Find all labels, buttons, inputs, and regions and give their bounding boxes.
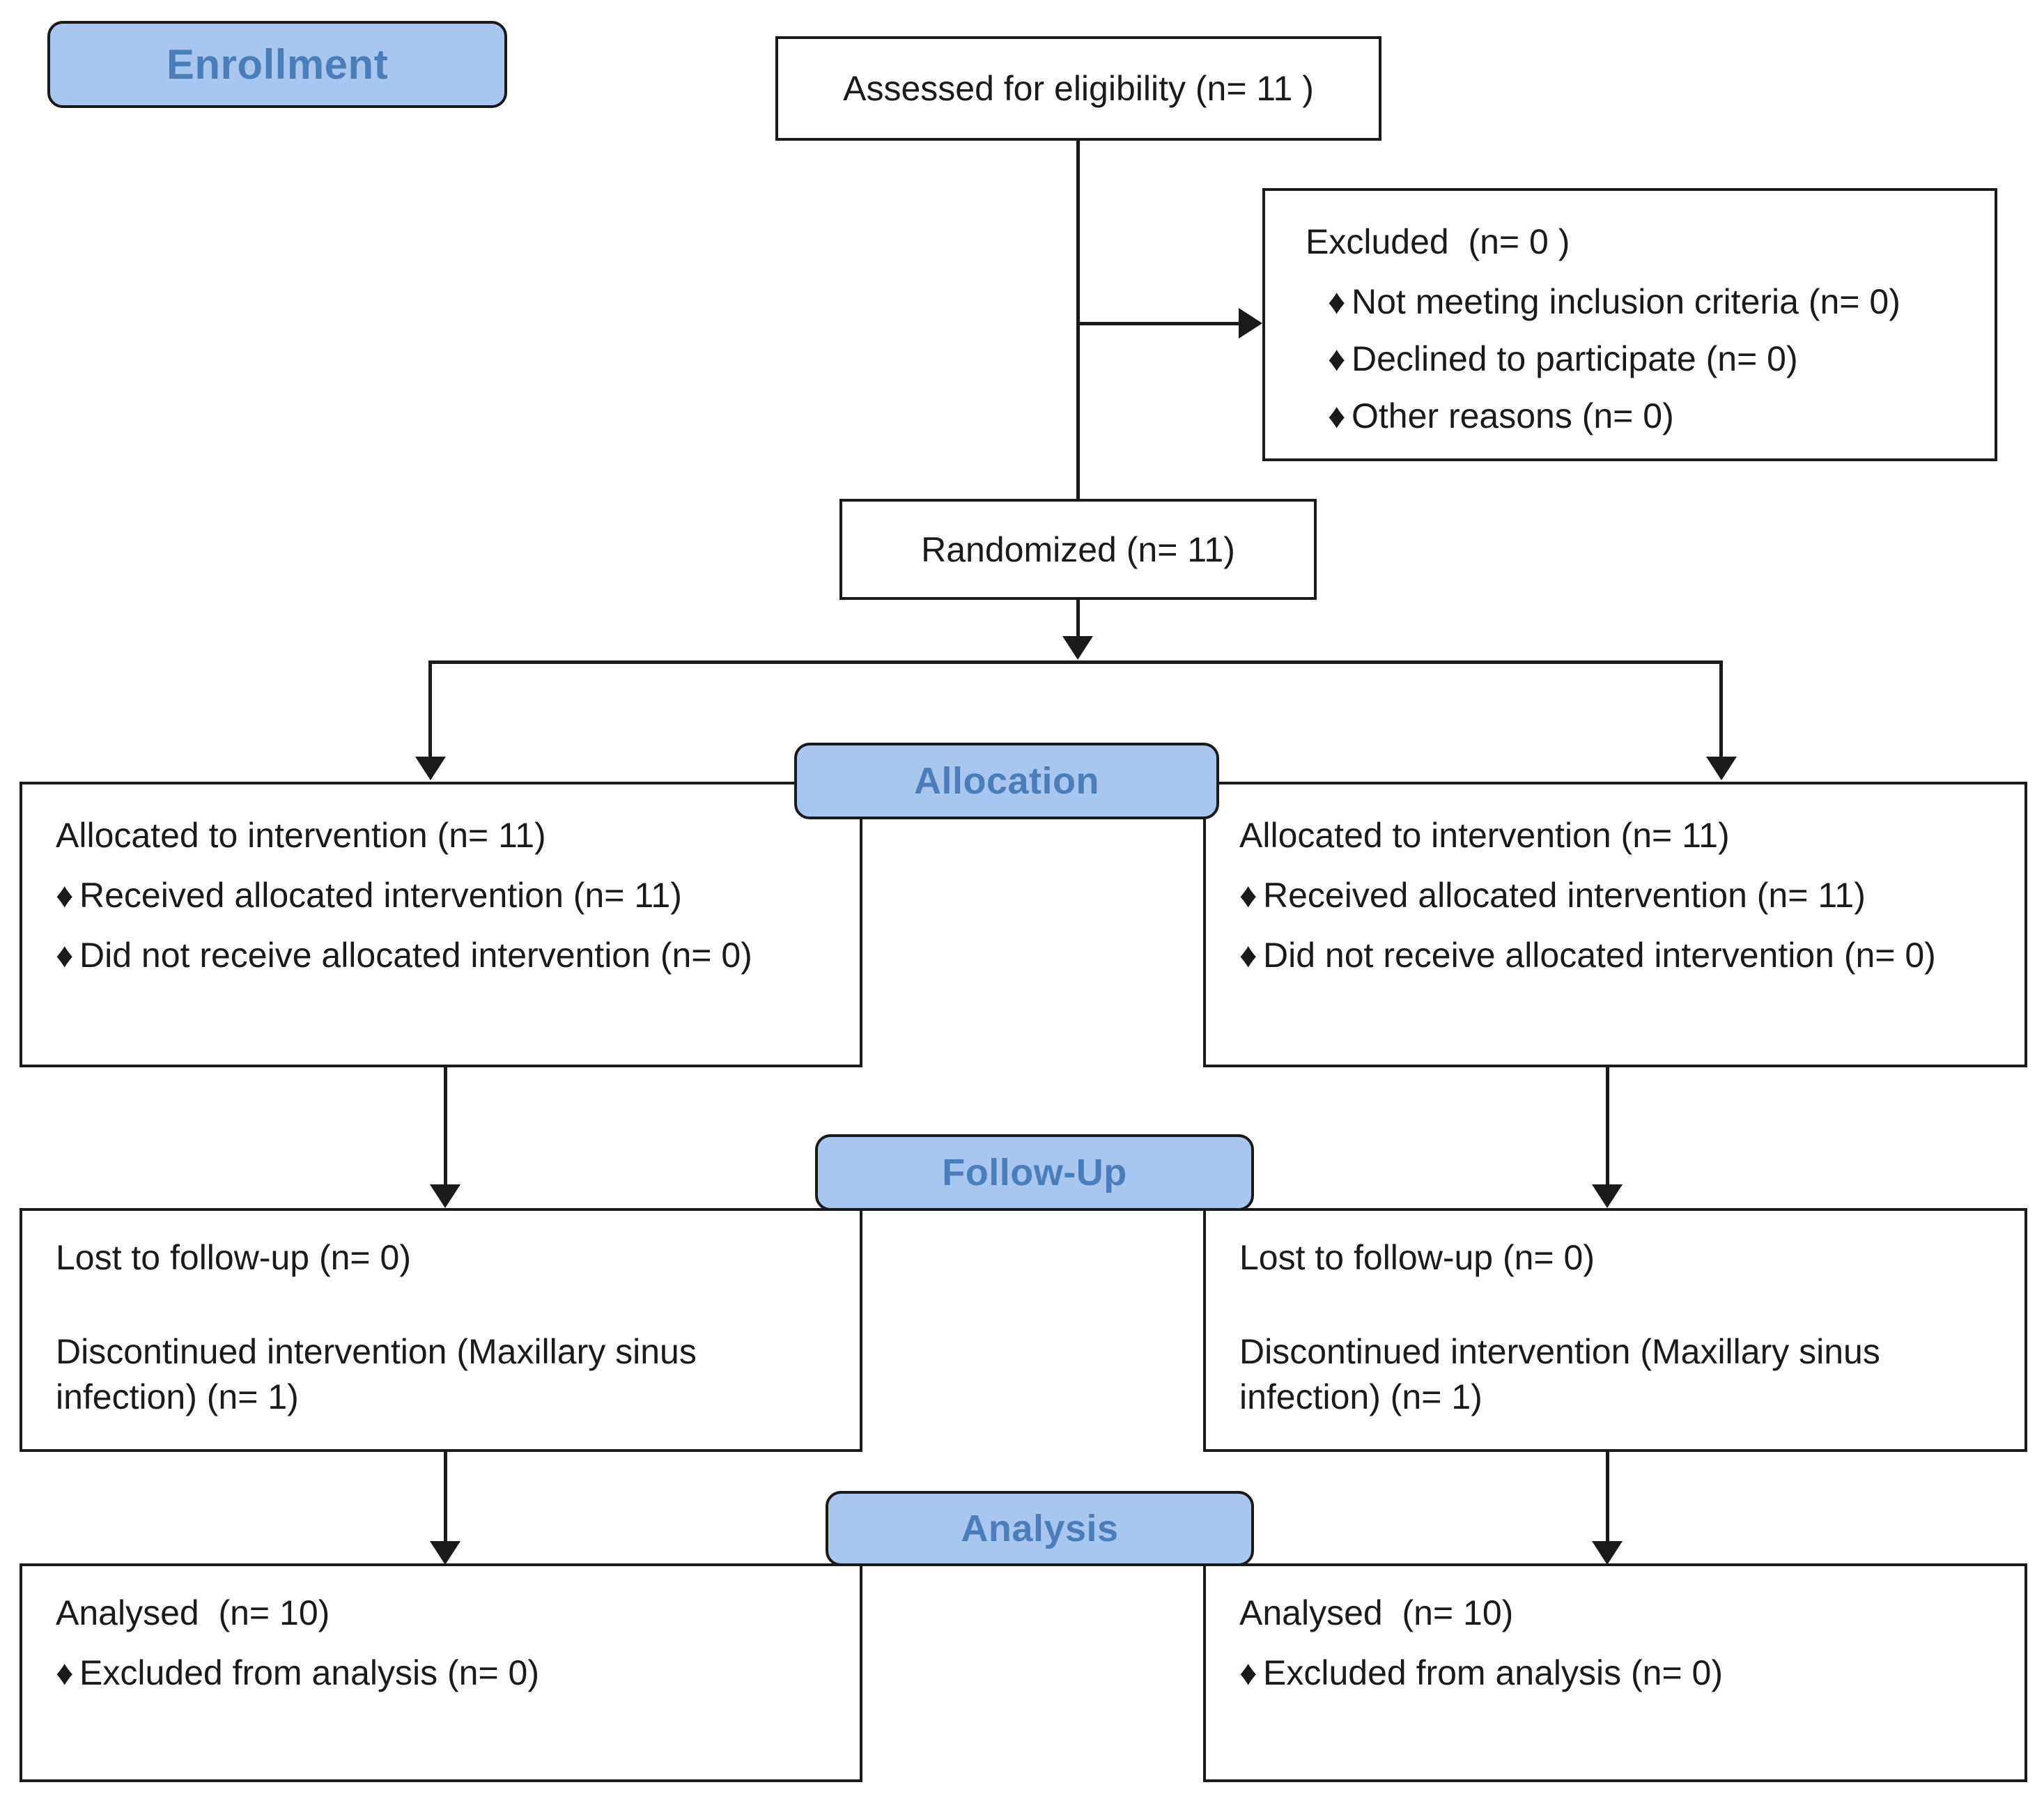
excluded-reason-1: ♦ Declined to participate (n= 0) [1328,339,1798,379]
allocation-right-bullet-label: Received allocated intervention (n= 11) [1263,876,1866,915]
assessed-for-eligibility-box: Assessed for eligibility (n= 11 ) [775,36,1381,141]
diamond-bullet-icon: ♦ [1328,339,1346,378]
connector-split-bar [428,660,1723,664]
analysis-left-heading: Analysed (n= 10) [56,1593,330,1632]
stage-badge-followup-label: Follow-Up [942,1152,1127,1193]
connector-alloc-right-to-followup [1606,1067,1609,1186]
followup-left-lost: Lost to follow-up (n= 0) [56,1238,411,1277]
diamond-bullet-icon: ♦ [56,936,74,975]
stage-badge-enrollment-label: Enrollment [166,41,389,88]
allocation-right-bullet-0: ♦ Received allocated intervention (n= 11… [1239,875,1866,915]
arrow-alloc-right-to-followup [1592,1184,1623,1208]
connector-followup-right-to-analysis [1606,1452,1609,1542]
diamond-bullet-icon: ♦ [1328,396,1346,435]
allocation-left-bullet-label: Received allocated intervention (n= 11) [79,876,682,915]
connector-alloc-left-to-followup [444,1067,447,1186]
stage-badge-analysis-label: Analysis [961,1508,1119,1549]
followup-box-left: Lost to follow-up (n= 0) Discontinued in… [20,1208,862,1452]
followup-box-right: Lost to follow-up (n= 0) Discontinued in… [1203,1208,2027,1452]
followup-right-lost: Lost to follow-up (n= 0) [1239,1238,1595,1277]
stage-badge-allocation: Allocation [794,743,1219,819]
excluded-reason-label: Other reasons (n= 0) [1352,396,1674,435]
diamond-bullet-icon: ♦ [1328,282,1346,321]
connector-split-left-down [428,660,432,758]
allocation-right-heading: Allocated to intervention (n= 11) [1239,816,1730,855]
diamond-bullet-icon: ♦ [1239,936,1257,975]
followup-right-discontinued: Discontinued intervention (Maxillary sin… [1239,1332,1880,1416]
connector-to-excluded [1076,322,1247,325]
connector-randomized-down [1076,600,1080,651]
allocation-left-heading: Allocated to intervention (n= 11) [56,816,546,855]
analysis-right-bullet-0: ♦ Excluded from analysis (n= 0) [1239,1653,1723,1693]
analysis-left-bullet-label: Excluded from analysis (n= 0) [79,1653,540,1692]
arrow-followup-left-to-analysis [430,1541,460,1565]
assessed-for-eligibility-label: Assessed for eligibility (n= 11 ) [843,69,1314,108]
connector-assessed-to-randomized [1076,141,1080,499]
allocation-right-bullet-label: Did not receive allocated intervention (… [1263,936,1936,975]
connector-followup-left-to-analysis [444,1452,447,1542]
allocation-box-right: Allocated to intervention (n= 11) ♦ Rece… [1203,782,2027,1067]
allocation-box-left: Allocated to intervention (n= 11) ♦ Rece… [20,782,862,1067]
analysis-box-left: Analysed (n= 10) ♦ Excluded from analysi… [20,1563,862,1782]
followup-left-discontinued: Discontinued intervention (Maxillary sin… [56,1332,697,1416]
diamond-bullet-icon: ♦ [1239,876,1257,915]
analysis-right-heading: Analysed (n= 10) [1239,1593,1514,1632]
analysis-left-bullet-0: ♦ Excluded from analysis (n= 0) [56,1653,539,1693]
excluded-box: Excluded (n= 0 ) ♦ Not meeting inclusion… [1262,188,1997,461]
arrow-split-right [1706,757,1737,780]
excluded-reason-label: Not meeting inclusion criteria (n= 0) [1352,282,1900,321]
analysis-box-right: Analysed (n= 10) ♦ Excluded from analysi… [1203,1563,2027,1782]
analysis-right-bullet-label: Excluded from analysis (n= 0) [1263,1653,1724,1692]
allocation-left-bullet-1: ♦ Did not receive allocated intervention… [56,935,752,975]
arrow-split-left [415,757,446,780]
stage-badge-enrollment: Enrollment [47,21,507,108]
diamond-bullet-icon: ♦ [56,1653,74,1692]
stage-badge-allocation-label: Allocation [913,760,1099,802]
allocation-right-bullet-1: ♦ Did not receive allocated intervention… [1239,935,1936,975]
randomized-label: Randomized (n= 11) [921,530,1235,569]
randomized-box: Randomized (n= 11) [839,499,1317,600]
allocation-left-bullet-label: Did not receive allocated intervention (… [79,936,752,975]
arrow-followup-right-to-analysis [1592,1541,1623,1565]
diamond-bullet-icon: ♦ [56,876,74,915]
connector-split-right-down [1719,660,1723,758]
arrow-randomized-split [1062,636,1093,660]
arrow-alloc-left-to-followup [430,1184,460,1208]
excluded-reason-2: ♦ Other reasons (n= 0) [1328,396,1674,436]
excluded-reason-0: ♦ Not meeting inclusion criteria (n= 0) [1328,281,1900,322]
stage-badge-analysis: Analysis [826,1491,1254,1566]
excluded-reason-label: Declined to participate (n= 0) [1352,339,1798,378]
stage-badge-followup: Follow-Up [815,1134,1254,1211]
excluded-heading: Excluded (n= 0 ) [1306,222,1570,261]
allocation-left-bullet-0: ♦ Received allocated intervention (n= 11… [56,875,682,915]
diamond-bullet-icon: ♦ [1239,1653,1257,1692]
arrow-to-excluded [1239,308,1262,339]
